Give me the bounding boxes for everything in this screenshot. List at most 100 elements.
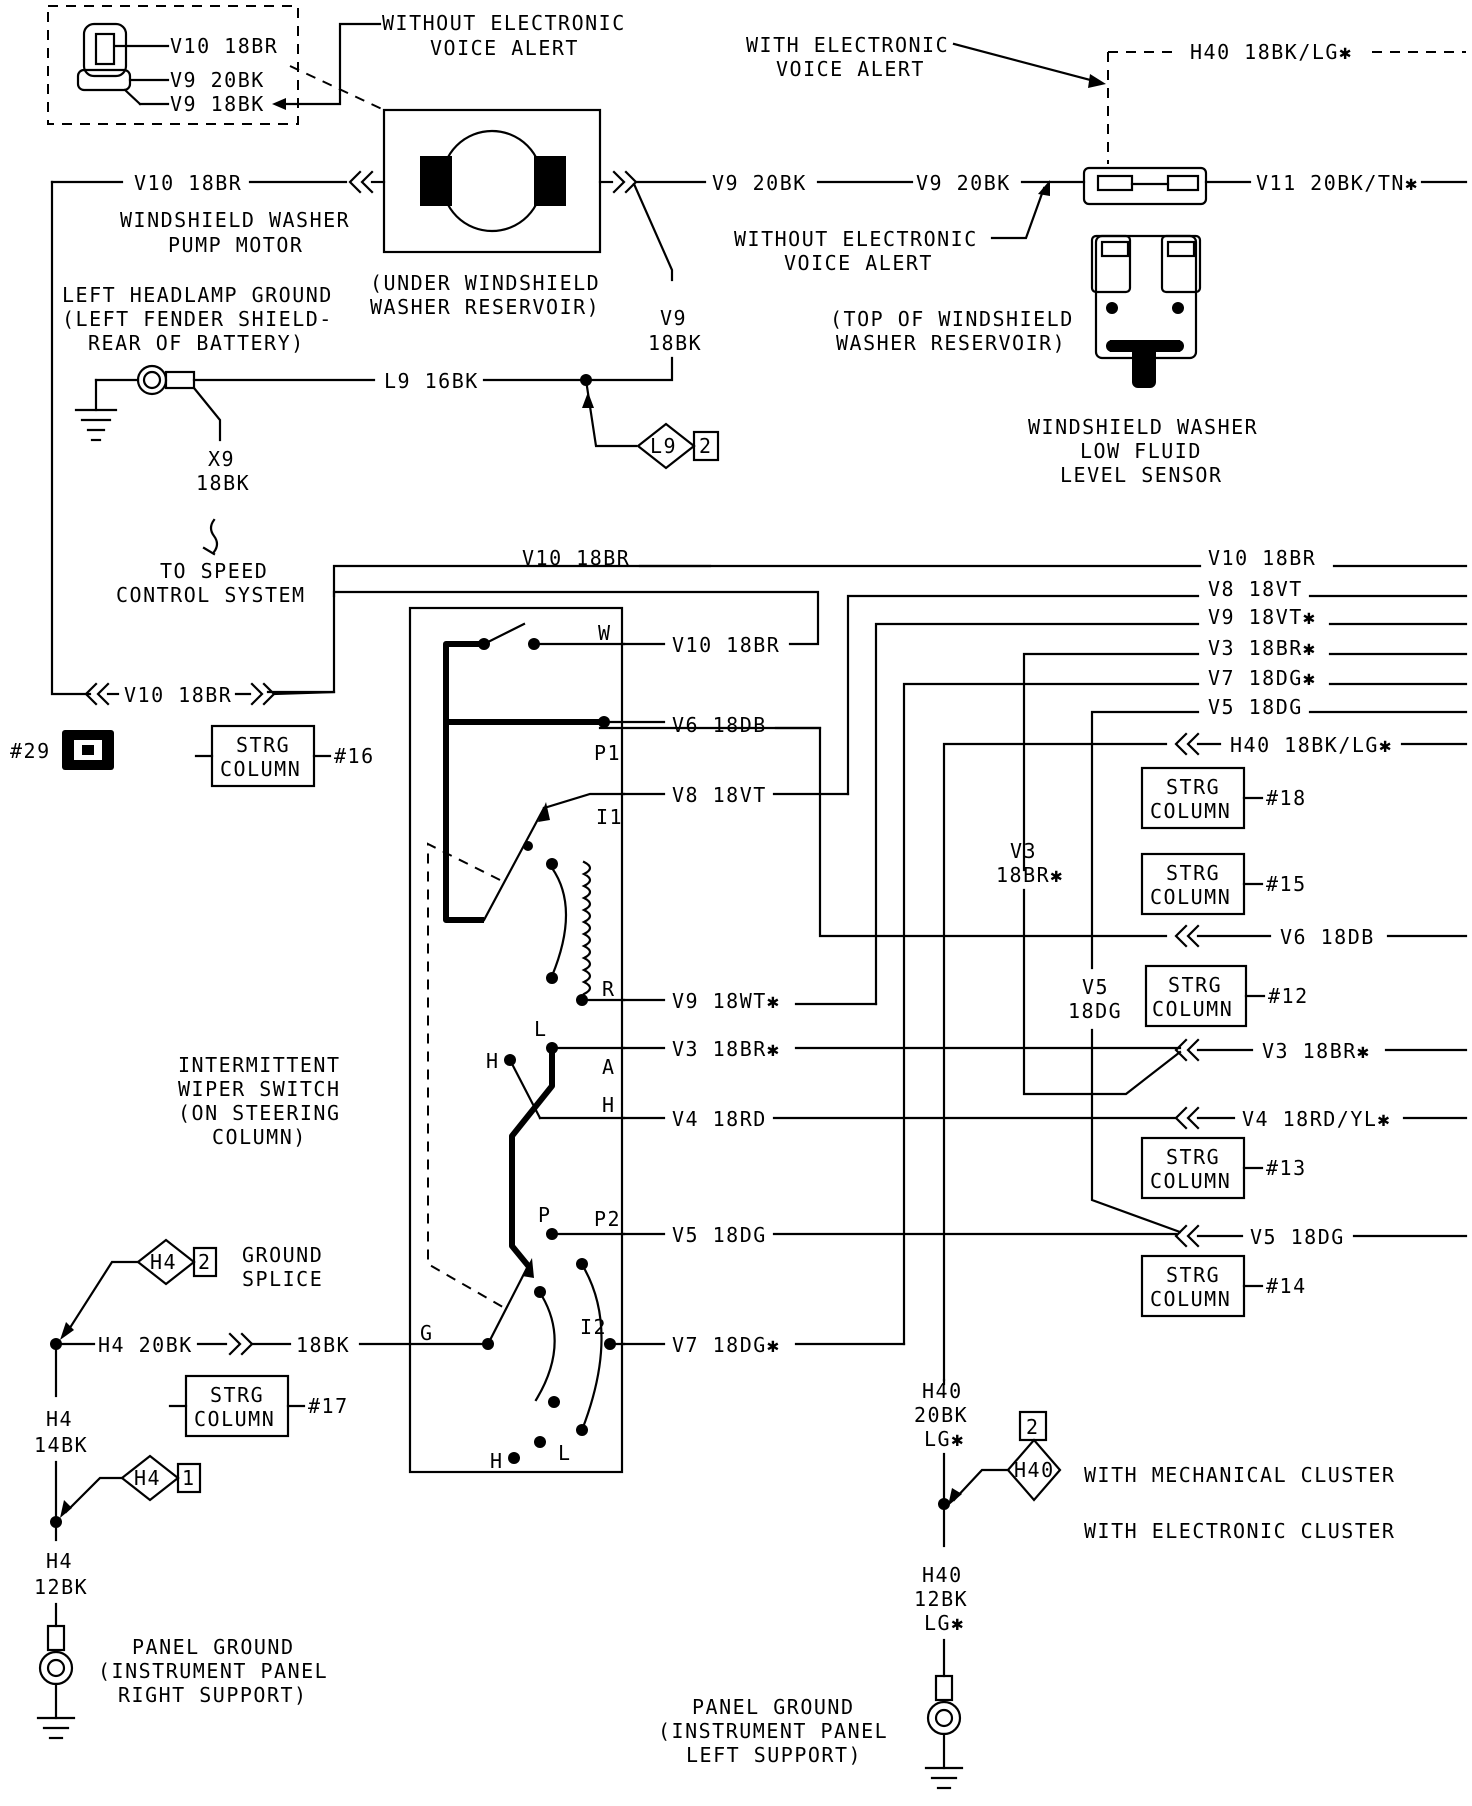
term-i2-label: I2: [580, 1315, 607, 1339]
v3-vert-label-2: 18BR✱: [996, 863, 1064, 887]
term-l-bottom-label: L: [558, 1441, 572, 1465]
without-eva-2-label-1: WITHOUT ELECTRONIC: [734, 227, 978, 251]
l9-splice-num: 2: [699, 434, 713, 458]
h40-vert-label-2: H40: [922, 1563, 963, 1587]
v5-switch-label: V5 18DG: [672, 1223, 767, 1247]
term-a-label: A: [602, 1055, 616, 1079]
without-eva-2-label-2: VOICE ALERT: [784, 251, 933, 275]
column-label: COLUMN: [1150, 1287, 1231, 1311]
strg-label: STRG: [1166, 1145, 1220, 1169]
ground-splice-label-2: SPLICE: [242, 1267, 323, 1291]
v3-right2-label: V3 18BR✱: [1262, 1039, 1370, 1063]
h4-splice-label: H4: [150, 1250, 177, 1274]
to-speed-label-1: TO SPEED: [160, 559, 268, 583]
pump-motor-label-1: WINDSHIELD WASHER: [120, 208, 350, 232]
v5-vert-label-2: 18DG: [1068, 999, 1122, 1023]
without-eva-label-2: VOICE ALERT: [430, 36, 579, 60]
panel-ground-right-label-1: PANEL GROUND: [132, 1635, 295, 1659]
v8-right-label: V8 18VT: [1208, 577, 1303, 601]
ref-12-label: #12: [1268, 984, 1309, 1008]
v9-20bk-label-1: V9 20BK: [712, 171, 807, 195]
v4-right-label: V4 18RD/YL✱: [1242, 1107, 1391, 1131]
h4-vert-label-1: H4: [46, 1407, 73, 1431]
panel-ground-left-icon: [924, 1638, 964, 1790]
term-r-label: R: [602, 977, 616, 1001]
top-reservoir-label-2: WASHER RESERVOIR): [836, 331, 1066, 355]
low-fluid-sensor-body: [1090, 234, 1202, 388]
with-elec-cluster-label: WITH ELECTRONIC CLUSTER: [1084, 1519, 1395, 1543]
inset-v9-20bk-label: V9 20BK: [170, 68, 265, 92]
term-g-label: G: [420, 1321, 434, 1345]
strg-label: STRG: [1166, 1263, 1220, 1287]
term-h-bottom-label: H: [490, 1449, 504, 1473]
v9-right-label: V9 18VT✱: [1208, 605, 1316, 629]
term-p2-label: P2: [594, 1207, 621, 1231]
strg-column-16: STRG COLUMN #16: [194, 724, 375, 788]
v6-switch-label: V6 18DB: [672, 713, 767, 737]
h4-12bk-label: 12BK: [34, 1575, 88, 1599]
18bk-drop-label: 18BK: [648, 331, 702, 355]
intermittent-label-4: COLUMN): [212, 1125, 307, 1149]
v5-right2-label: V5 18DG: [1250, 1225, 1345, 1249]
v6-right-label: V6 18DB: [1280, 925, 1375, 949]
under-reservoir-label-1: (UNDER WINDSHIELD: [370, 271, 600, 295]
under-reservoir-label-2: WASHER RESERVOIR): [370, 295, 600, 319]
splice-ref-h40: 2 H40: [1006, 1410, 1062, 1502]
v9-switch-label: V9 18WT✱: [672, 989, 780, 1013]
ref-17-label: #17: [308, 1394, 349, 1418]
h4-20bk-label: H4 20BK: [98, 1333, 193, 1357]
column-label: COLUMN: [194, 1407, 275, 1431]
v5-vert-label: V5: [1082, 975, 1109, 999]
strg-label: STRG: [1166, 861, 1220, 885]
intermittent-label-3: (ON STEERING: [178, 1101, 341, 1125]
h40-top-label: H40 18BK/LG✱: [1190, 40, 1353, 64]
ref-16-label: #16: [334, 744, 375, 768]
h4-splice-num: 2: [198, 1250, 212, 1274]
v4-switch-label: V4 18RD: [672, 1107, 767, 1131]
left-headlamp-ground-label-3: REAR OF BATTERY): [88, 331, 305, 355]
h40-splice-label: H40: [1014, 1458, 1055, 1482]
column-label: COLUMN: [1150, 1169, 1231, 1193]
washer-pump-motor: [382, 108, 602, 254]
term-h-label: H: [602, 1093, 616, 1117]
v3-vert-label: V3: [1010, 839, 1037, 863]
ref-14-label: #14: [1266, 1274, 1307, 1298]
with-eva-label-2: VOICE ALERT: [776, 57, 925, 81]
strg-column-15: STRG COLUMN #15: [1140, 852, 1307, 916]
left-headlamp-ground-label-2: (LEFT FENDER SHIELD-: [62, 307, 333, 331]
connector-29-icon: [62, 730, 114, 770]
connector-inset: V10 18BR V9 20BK V9 18BK: [47, 5, 385, 125]
v10-switch-label: V10 18BR: [672, 633, 780, 657]
with-eva-label-1: WITH ELECTRONIC: [746, 33, 949, 57]
v7-right-label: V7 18DG✱: [1208, 666, 1316, 690]
to-speed-label-2: CONTROL SYSTEM: [116, 583, 306, 607]
strg-column-12: STRG COLUMN #12: [1144, 964, 1309, 1028]
h4-14bk-label: 14BK: [34, 1433, 88, 1457]
ref-15-label: #15: [1266, 872, 1307, 896]
ref-29-label: #29: [10, 739, 51, 763]
column-label: COLUMN: [1150, 885, 1231, 909]
v10-left-label: V10 18BR: [124, 683, 232, 707]
strg-column-18: STRG COLUMN #18: [1140, 766, 1305, 830]
h4-splice1-num: 1: [182, 1466, 196, 1490]
with-mech-cluster-label: WITH MECHANICAL CLUSTER: [1084, 1463, 1395, 1487]
low-fluid-sensor-connector: [1082, 166, 1208, 206]
column-label: COLUMN: [220, 757, 301, 781]
panel-ground-left-label-1: PANEL GROUND: [692, 1695, 855, 1719]
term-h-left-label: H: [486, 1049, 500, 1073]
v9-drop-label: V9: [660, 306, 687, 330]
splice-ref-h4-1: H4 1: [120, 1454, 202, 1502]
h40-right-label: H40 18BK/LG✱: [1230, 733, 1393, 757]
strg-column-13: STRG COLUMN #13: [1140, 1136, 1307, 1200]
v9-20bk-label-2: V9 20BK: [916, 171, 1011, 195]
intermittent-wiper-switch: [408, 606, 626, 1474]
ref-13-label: #13: [1266, 1156, 1307, 1180]
v8-switch-label: V8 18VT: [672, 783, 767, 807]
h40-lg-label-1: LG✱: [924, 1427, 965, 1451]
h4-splice1-label: H4: [134, 1466, 161, 1490]
strg-label: STRG: [210, 1383, 264, 1407]
h40-lg-label-2: LG✱: [924, 1611, 965, 1635]
ground-eyelet-left-headlamp: [74, 364, 196, 442]
v3-right-label: V3 18BR✱: [1208, 636, 1316, 660]
